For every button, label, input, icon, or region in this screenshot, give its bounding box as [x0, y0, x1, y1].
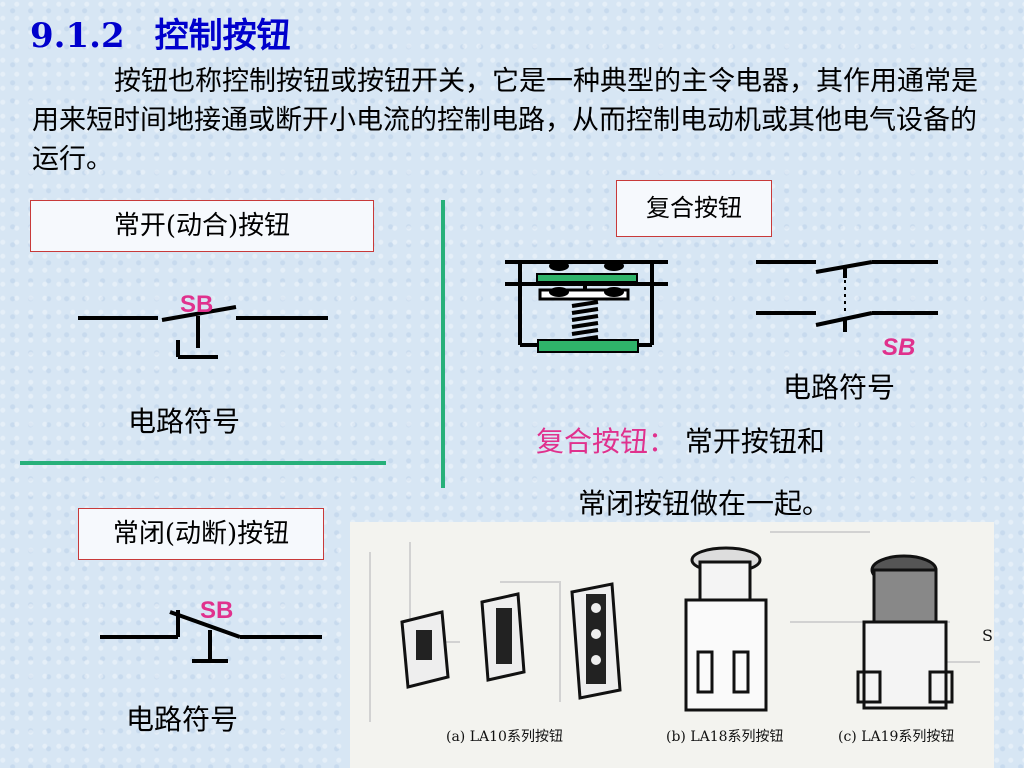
compound-description-highlight: 复合按钮： [536, 425, 677, 458]
intro-paragraph: 按钮也称控制按钮或按钮开关，它是一种典型的主令电器，其作用通常是用来短时间地接通… [32, 66, 978, 175]
compound-caption: 电路符号 [783, 371, 896, 404]
photo-edge-letter: S [982, 626, 993, 645]
la19-button [856, 554, 954, 710]
section-heading: 控制按钮 [154, 16, 291, 56]
normally-open-sb-label: SB [180, 291, 214, 318]
button-photos-panel: (a) LA10系列按钮 (b) LA18系列按钮 (c) LA19系列按钮 S [350, 522, 994, 768]
la10-button-2 [480, 592, 526, 682]
normally-closed-label-box: 常闭(动断)按钮 [78, 508, 324, 560]
photo-caption-la10: (a) LA10系列按钮 [446, 729, 563, 745]
compound-description-text1: 常开按钮和 [684, 425, 825, 458]
normally-closed-caption: 电路符号 [126, 703, 239, 736]
compound-description-line1: 复合按钮： 常开按钮和 [536, 420, 825, 460]
photo-caption-la18: (b) LA18系列按钮 [666, 729, 784, 745]
la10-button-3 [570, 582, 622, 700]
la18-button [684, 546, 768, 712]
photo-caption-la19: (c) LA19系列按钮 [838, 729, 955, 745]
compound-sb-label: SB [882, 334, 916, 361]
section-number: 9.1.2 [30, 16, 125, 56]
button-photos-illustration [369, 531, 980, 722]
compound-label-box: 复合按钮 [616, 180, 772, 237]
section-title: 9.1.2 控制按钮 [30, 8, 291, 57]
normally-closed-sb-label: SB [200, 597, 234, 624]
normally-open-label-box: 常开(动合)按钮 [30, 200, 374, 252]
compound-description-line2: 常闭按钮做在一起。 [578, 487, 831, 520]
la10-button-1 [400, 610, 450, 689]
normally-open-caption: 电路符号 [128, 405, 241, 438]
